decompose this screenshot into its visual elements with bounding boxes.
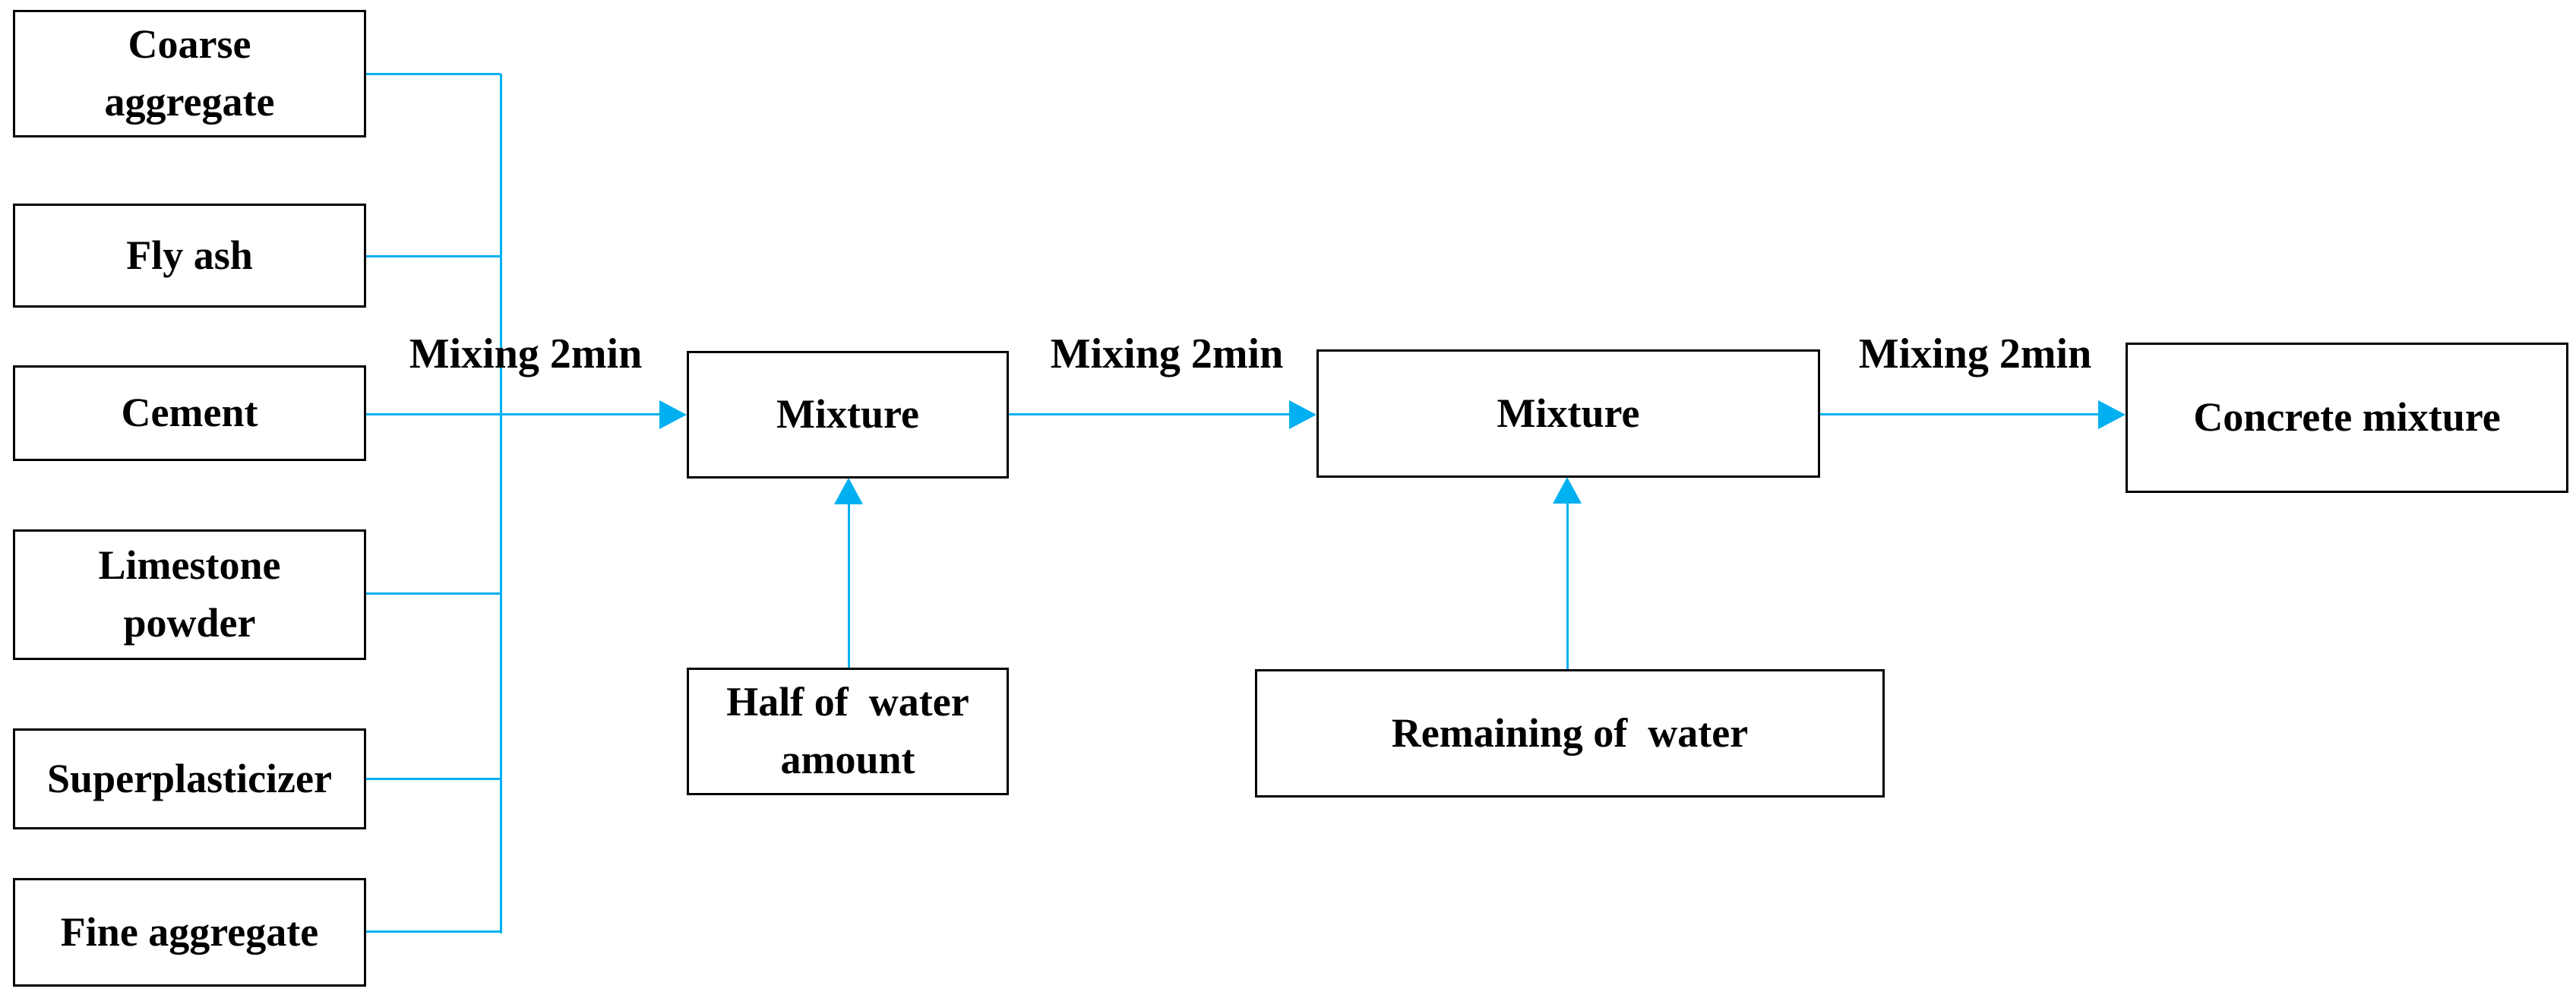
arrow-line-remaining-water-to-mixture2	[1566, 502, 1569, 669]
node-concrete-mixture: Concrete mixture	[2126, 343, 2568, 493]
connector-stub-coarse-aggregate	[365, 73, 501, 75]
node-mixture-1: Mixture	[687, 351, 1009, 479]
arrow-line-half-water-to-mixture1	[848, 503, 850, 668]
node-superplasticizer: Superplasticizer	[13, 728, 366, 829]
connector-bus-vertical	[500, 74, 502, 933]
arrowhead-right-icon-1	[659, 400, 687, 429]
arrowhead-up-icon-2	[1553, 477, 1582, 504]
arrow-label-mixing-1: Mixing 2min	[409, 330, 643, 377]
arrowhead-right-icon-2	[1289, 400, 1316, 429]
node-mixture-2: Mixture	[1316, 349, 1820, 478]
arrow-line-cement-to-mixture1	[365, 413, 662, 415]
node-limestone-powder: Limestone powder	[13, 529, 366, 660]
arrowhead-up-icon-1	[834, 478, 863, 504]
connector-stub-fine-aggregate	[365, 930, 501, 933]
connector-stub-superplasticizer	[365, 778, 501, 780]
node-fine-aggregate: Fine aggregate	[13, 878, 366, 987]
node-fly-ash: Fly ash	[13, 204, 366, 308]
connector-stub-limestone-powder	[365, 592, 501, 595]
node-coarse-aggregate: Coarse aggregate	[13, 10, 366, 137]
arrow-label-mixing-3: Mixing 2min	[1858, 330, 2092, 377]
node-remaining-of-water: Remaining of water	[1255, 669, 1885, 798]
arrow-line-mixture2-to-concrete	[1819, 413, 2100, 415]
arrow-label-mixing-2: Mixing 2min	[1050, 330, 1284, 377]
node-half-of-water-amount: Half of water amount	[687, 668, 1009, 795]
connector-stub-fly-ash	[365, 255, 501, 257]
arrowhead-right-icon-3	[2098, 400, 2126, 429]
node-cement: Cement	[13, 365, 366, 461]
arrow-line-mixture1-to-mixture2	[1008, 413, 1291, 415]
